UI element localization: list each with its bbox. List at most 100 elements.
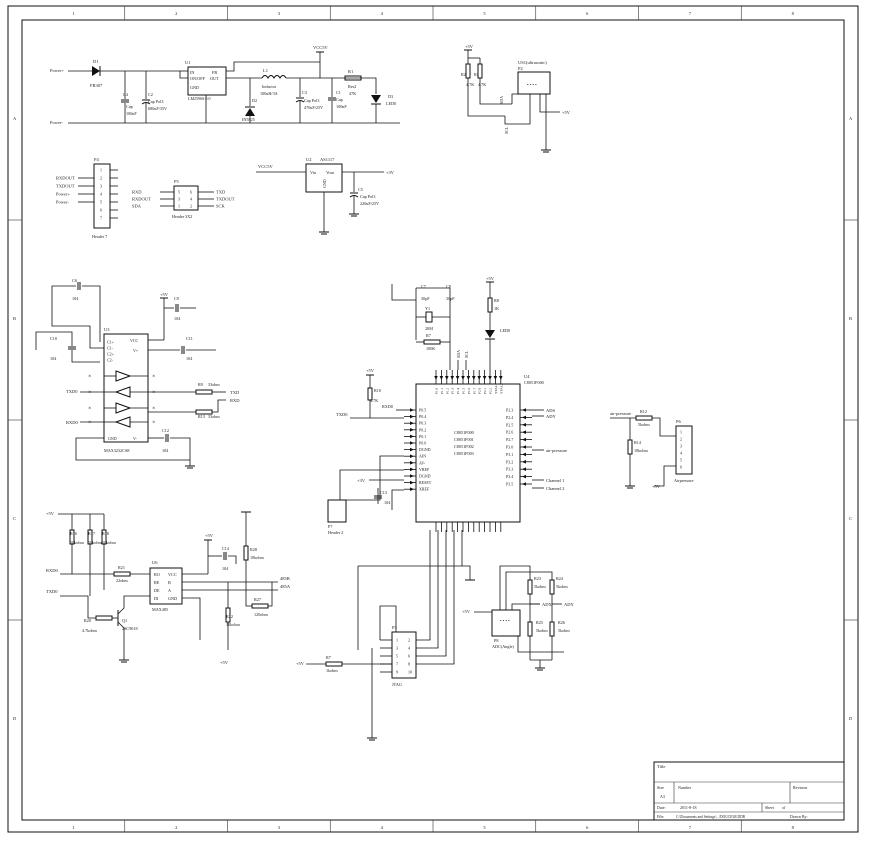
p4-pin-number: 4 [100, 192, 102, 197]
mcu-top-pin: XTAL2 [499, 383, 503, 394]
connector-p6 [675, 425, 693, 475]
u3-vplus: V+ [133, 348, 139, 353]
net-485b: 485B [280, 576, 290, 581]
p5-name: Header 3X2 [172, 214, 192, 219]
r2-ref: R2 [461, 72, 466, 77]
c11-val: 104 [186, 356, 193, 361]
c13-ref: C13 [380, 490, 387, 495]
r21-ref: R21 [118, 565, 125, 570]
c3-ref: C3 [302, 90, 307, 95]
mcu-left-pin: P0.0 [419, 441, 426, 446]
r14-ref: R14 [634, 440, 642, 445]
p5-left-net: RXDOUT [132, 197, 151, 202]
q1-ref: Q1 [122, 618, 127, 623]
angle-5v: +5V [462, 609, 471, 614]
jtag-pin-number: 10 [408, 670, 412, 675]
mcu-top-pin: P1.0 [435, 388, 439, 394]
no-connect-mark: × [88, 374, 91, 380]
mcu-left-pin: P0.3 [419, 421, 426, 426]
us-5v-port-b: +5V [562, 110, 571, 115]
mcu-left-pin: DGND [419, 474, 431, 479]
mcu-left-pin: AV- [419, 460, 426, 465]
d2-part: IN5825 [242, 117, 255, 122]
c2-val: Cap Pol3 [148, 99, 163, 104]
mcu-left-pin: XREF [419, 487, 430, 492]
no-connect-mark: × [88, 406, 91, 412]
p6-pin-number: 3 [680, 444, 682, 449]
ldo-vcc5v: VCC5V [258, 164, 274, 169]
r9-ref: R9 [198, 382, 203, 387]
jtag-pin-number: 1 [396, 638, 398, 643]
mcu-5v: +5V [486, 276, 495, 281]
mcu-top-pin: P1.4 [456, 388, 460, 394]
u1-out: OUT [210, 76, 219, 81]
p5-pin-number: 2 [190, 204, 192, 209]
u6-left-pin: DI [154, 596, 159, 601]
u3-gnd: GND [108, 436, 117, 441]
title-label: Title [657, 764, 665, 769]
ic-u6 [149, 567, 183, 605]
ldo-3v: +3V [386, 170, 395, 175]
pullup-ref: R16 [70, 531, 77, 536]
c8-val: 30pF [446, 296, 455, 301]
ultrasonic-connector-p2 [517, 71, 551, 95]
frame-col-bottom: 5 [483, 825, 486, 830]
frame-col-bottom: 3 [278, 825, 281, 830]
mcu-left-pin: VREF [419, 467, 430, 472]
ldo-section: VCC5V U2 AS1117 Vin Vout GND +3V C5 Cap … [256, 157, 395, 235]
mcu-left-pin: P0.2 [419, 427, 426, 432]
rs485-5v-b: +5V [205, 533, 214, 538]
jtag-5v: +5V [296, 661, 305, 666]
u6-left-pin: RO [154, 572, 160, 577]
r3-val: 4.7K [478, 82, 486, 87]
sheet-of: of [782, 805, 786, 810]
frame-col-bottom: 4 [381, 825, 384, 830]
p7-ref: P7 [328, 524, 332, 529]
frame-row-right: C [849, 516, 852, 521]
r3-ref: R3 [474, 72, 479, 77]
mcu-left-pin: AIN [419, 454, 426, 459]
p4-pin-number: 3 [100, 184, 102, 189]
mcu-top-pin: P2.0 [478, 388, 482, 394]
frame-col-top: 8 [792, 11, 795, 16]
sheet-label: Sheet [765, 805, 775, 810]
d1-ref: D1 [93, 59, 99, 64]
p4-net-label: RXDOUT [56, 176, 75, 181]
u3-pin-label: C2+ [107, 352, 115, 357]
r20-val: 4.7kohm [82, 628, 98, 633]
jtag-name: JTAG [392, 682, 402, 687]
r14-val: 10kohm [634, 448, 648, 453]
frame-col-bottom: 1 [72, 825, 74, 830]
rs485-5v: +5V [46, 511, 55, 516]
mcu-right-pin: P2.4 [506, 415, 513, 420]
no-connect-mark: × [88, 390, 91, 396]
net-txd: TXD [230, 390, 240, 395]
mcu-left-pin: RESET [419, 480, 432, 485]
u1-fb: FB [212, 70, 217, 75]
u4-ref: U4 [524, 374, 530, 379]
frame-col-top: 4 [381, 11, 384, 16]
p6-name: Airpressure [674, 478, 694, 483]
r26-val: 5kohm [558, 628, 570, 633]
no-connect-mark: × [152, 420, 155, 426]
u3-pin-label: C1- [107, 346, 114, 351]
size-label: Size [657, 785, 664, 790]
l1-part: Inductor [262, 84, 277, 89]
r1-val: 47K [349, 91, 356, 96]
angle-ady: ADY [564, 602, 574, 607]
diode-d1 [92, 66, 100, 76]
r25-val: 5kohm [536, 628, 548, 633]
jtag-r7-val: 1kohm [326, 668, 338, 673]
mcu-ady: ADY [546, 414, 556, 419]
p5-pin-number: 4 [190, 197, 192, 202]
us-scl: SCL [504, 126, 509, 134]
rs485-txd0: TXD0 [46, 589, 58, 594]
title-block: Title Size A3 Number Revision Date: 2011… [653, 761, 845, 821]
p2-ref: P2 [518, 66, 523, 71]
r21-val: 22ohm [116, 578, 128, 583]
mcu-right-pin: P3.1 [506, 452, 513, 457]
header-p4 [93, 163, 111, 229]
jtag-pin-number: 9 [396, 670, 398, 675]
p6-pin-number: 2 [680, 437, 682, 442]
